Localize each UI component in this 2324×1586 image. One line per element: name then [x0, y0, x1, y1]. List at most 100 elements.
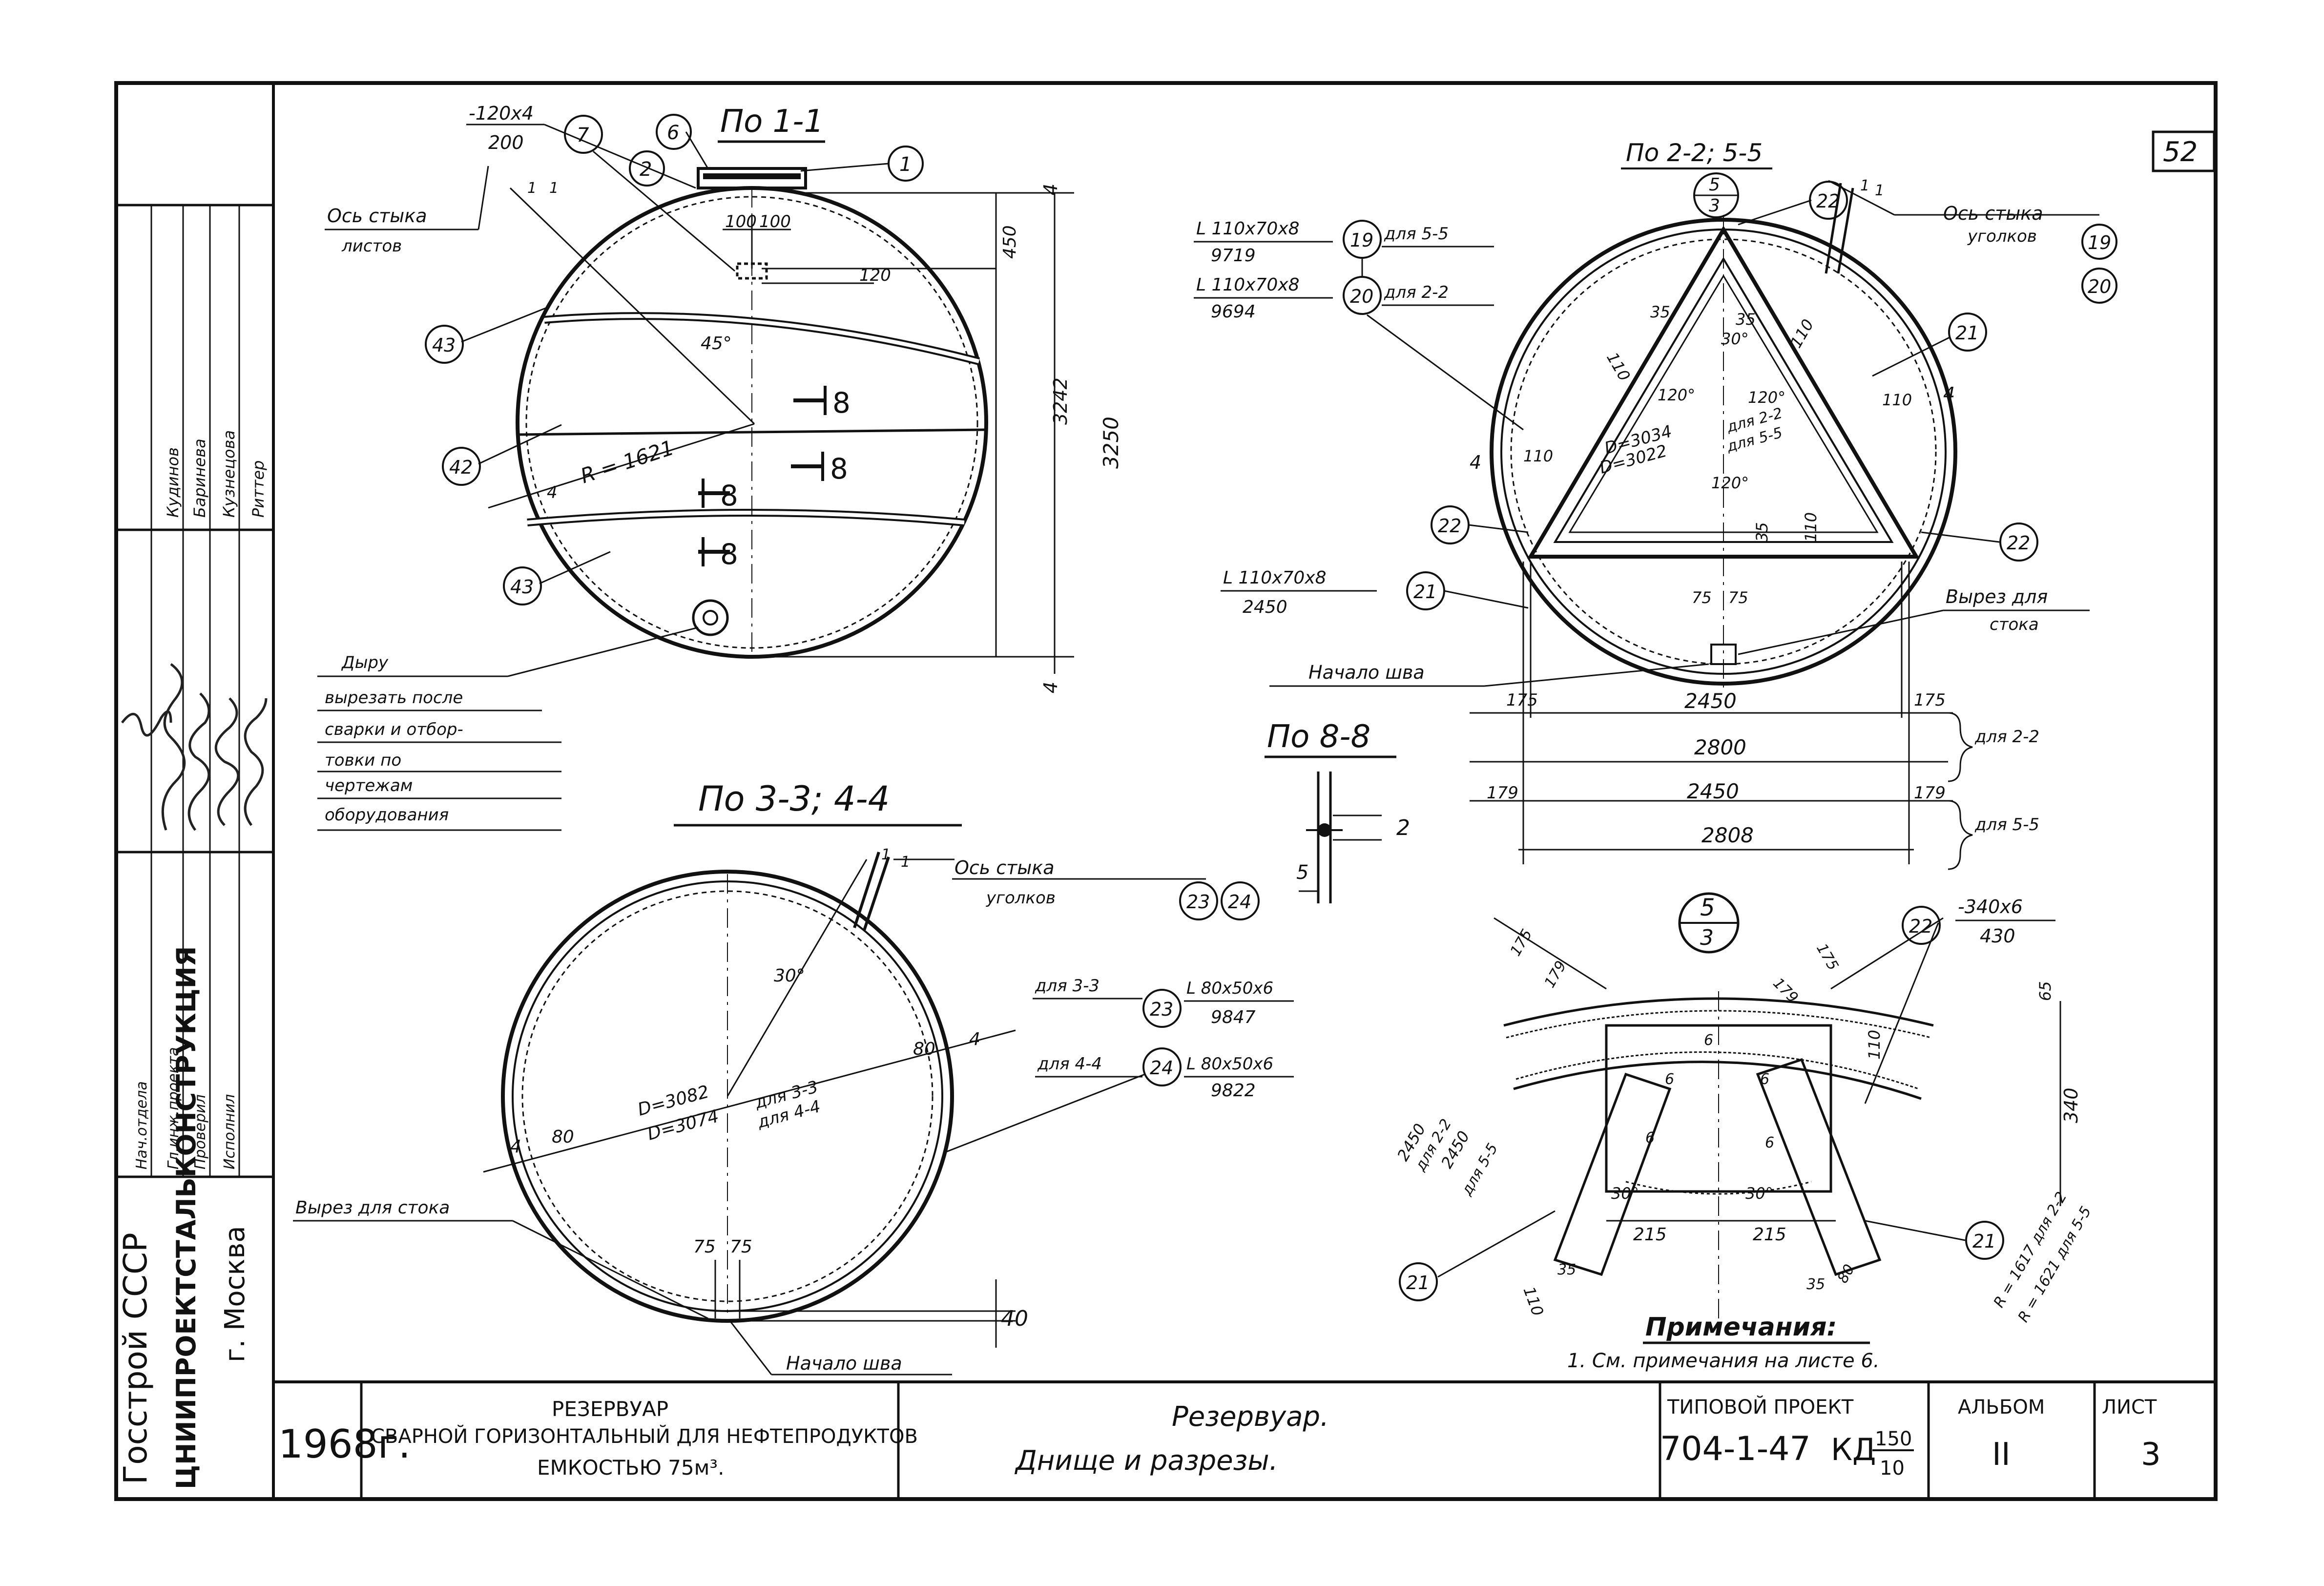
hole-note: Дыру вырезать после сварки и отбор- товк… — [317, 626, 699, 831]
svg-text:товки по: товки по — [325, 751, 401, 770]
svg-text:Ось стыка: Ось стыка — [1943, 203, 2043, 224]
svg-text:110: 110 — [1882, 391, 1912, 409]
triangle-frame — [1527, 226, 1920, 559]
svg-text:2: 2 — [640, 158, 652, 181]
svg-text:24: 24 — [1150, 1057, 1173, 1079]
stamp-name-2: Баринева — [190, 438, 209, 518]
svg-text:120°: 120° — [1658, 386, 1695, 404]
stamp-org2: ЦНИИПРОЕКТСТАЛЬКОНСТРУКЦИЯ — [171, 946, 202, 1489]
view-2-2-5-5: По 2-2; 5-5 5 3 110 35 35 30° 110 110 4 … — [1194, 139, 2117, 870]
svg-text:110: 110 — [1523, 447, 1553, 465]
stamp-name-3: Кузнецова — [220, 430, 238, 518]
svg-text:L 110x70x8: L 110x70x8 — [1223, 568, 1327, 588]
svg-text:43: 43 — [432, 334, 456, 356]
note-1: 1. См. примечания на листе 6. — [1567, 1350, 1880, 1372]
weld-start-3-3: Начало шва — [786, 1353, 902, 1374]
svg-text:3: 3 — [1709, 196, 1720, 216]
svg-text:40: 40 — [1001, 1306, 1028, 1331]
year: 1968г. — [278, 1421, 411, 1467]
svg-text:1: 1 — [899, 153, 912, 176]
svg-text:3: 3 — [1700, 925, 1714, 950]
svg-text:80: 80 — [1834, 1261, 1858, 1286]
signatures — [121, 663, 268, 831]
svg-text:чертежам: чертежам — [325, 776, 413, 795]
svg-text:6: 6 — [1645, 1129, 1655, 1147]
svg-text:110: 110 — [1603, 349, 1634, 384]
svg-text:1: 1 — [901, 854, 910, 871]
svg-text:35: 35 — [1557, 1261, 1576, 1278]
dim-450: 450 — [1000, 225, 1020, 259]
stamp-org1: Госстрой СССР — [117, 1232, 154, 1484]
title-block: 1968г. РЕЗЕРВУАР СВАРНОЙ ГОРИЗОНТАЛЬНЫЙ … — [278, 1382, 2161, 1499]
radius-label: R = 1621 — [578, 436, 677, 488]
side-stamp: Госстрой СССР ЦНИИПРОЕКТСТАЛЬКОНСТРУКЦИЯ… — [116, 204, 273, 1489]
svg-text:175: 175 — [1507, 926, 1536, 959]
svg-text:8: 8 — [720, 538, 738, 571]
svg-text:1: 1 — [1860, 177, 1869, 194]
section-title-1-1: По 1-1 — [720, 104, 824, 140]
svg-text:L 80x50x6: L 80x50x6 — [1186, 979, 1273, 998]
stamp-role-3: Проверил — [192, 1094, 209, 1169]
svg-text:30°: 30° — [1721, 330, 1749, 348]
section-title-2-2: По 2-2; 5-5 — [1626, 139, 1763, 167]
svg-text:80: 80 — [913, 1039, 935, 1059]
svg-text:43: 43 — [510, 576, 534, 598]
svg-text:22: 22 — [1438, 515, 1461, 537]
svg-text:179: 179 — [1914, 783, 1946, 803]
object-title-2: СВАРНОЙ ГОРИЗОНТАЛЬНЫЙ ДЛЯ НЕФТЕПРОДУКТО… — [371, 1424, 918, 1448]
section-markers-8: 8 8 8 8 — [698, 386, 851, 571]
svg-text:для 2-2: для 2-2 — [1384, 283, 1449, 302]
svg-text:9847: 9847 — [1211, 1007, 1256, 1027]
joint-label-2: листов — [341, 236, 402, 256]
svg-text:L 110x70x8: L 110x70x8 — [1196, 219, 1300, 239]
svg-text:19: 19 — [1350, 230, 1373, 251]
svg-text:30°: 30° — [1745, 1184, 1773, 1203]
svg-text:6: 6 — [1665, 1071, 1674, 1088]
object-title-3: ЕМКОСТЬЮ 75м³. — [537, 1456, 724, 1480]
svg-text:110: 110 — [1865, 1030, 1884, 1060]
svg-text:20: 20 — [1350, 286, 1373, 307]
svg-text:30°: 30° — [1611, 1184, 1639, 1203]
svg-text:для 5-5: для 5-5 — [1974, 815, 2039, 835]
svg-text:4: 4 — [1470, 452, 1481, 473]
svg-text:20: 20 — [2088, 276, 2111, 297]
svg-text:8: 8 — [830, 452, 848, 485]
svg-text:1: 1 — [1875, 182, 1884, 199]
svg-text:2808: 2808 — [1702, 823, 1754, 847]
svg-text:175: 175 — [1914, 690, 1946, 710]
svg-text:21: 21 — [1413, 581, 1437, 603]
sheet-value: 3 — [2141, 1437, 2161, 1473]
svg-text:22: 22 — [1909, 916, 1932, 937]
svg-text:120: 120 — [859, 266, 891, 285]
stamp-role-4: Исполнил — [221, 1094, 238, 1169]
svg-text:19: 19 — [2088, 232, 2111, 253]
svg-text:2450: 2450 — [1684, 689, 1737, 713]
svg-text:1: 1 — [549, 180, 559, 197]
svg-text:1: 1 — [527, 180, 537, 197]
svg-text:Дыру: Дыру — [341, 653, 389, 672]
view-8-8: По 8-8 2 5 — [1265, 719, 1410, 903]
svg-text:оборудования: оборудования — [325, 805, 449, 825]
svg-text:9694: 9694 — [1211, 302, 1256, 322]
detail-5-3: 5 3 30° 30° 215 215 6 6 6 6 6 175 179 17… — [1393, 892, 2095, 1325]
svg-text:Ось стыка: Ось стыка — [954, 857, 1055, 878]
joint-label-1: Ось стыка — [327, 205, 427, 227]
notes: Примечания: 1. См. примечания на листе 6… — [1567, 1313, 1880, 1372]
svg-text:6: 6 — [1704, 1032, 1713, 1049]
svg-text:Вырез для: Вырез для — [1946, 586, 2048, 607]
svg-text:35: 35 — [1736, 310, 1756, 329]
svg-text:65: 65 — [2036, 981, 2054, 1001]
section-title-8-8: По 8-8 — [1267, 719, 1370, 755]
svg-text:уголков: уголков — [1967, 227, 2037, 246]
svg-text:10: 10 — [1880, 1457, 1905, 1480]
svg-text:для 2-2: для 2-2 — [1974, 727, 2039, 747]
svg-text:21: 21 — [1406, 1272, 1430, 1294]
svg-text:сварки и отбор-: сварки и отбор- — [325, 720, 463, 739]
dim-3250: 3250 — [1099, 417, 1123, 469]
svg-text:21: 21 — [1972, 1231, 1996, 1252]
svg-text:-340x6: -340x6 — [1958, 896, 2023, 918]
svg-text:6: 6 — [667, 122, 679, 144]
svg-text:35: 35 — [1806, 1276, 1825, 1293]
svg-text:110: 110 — [1802, 512, 1820, 542]
